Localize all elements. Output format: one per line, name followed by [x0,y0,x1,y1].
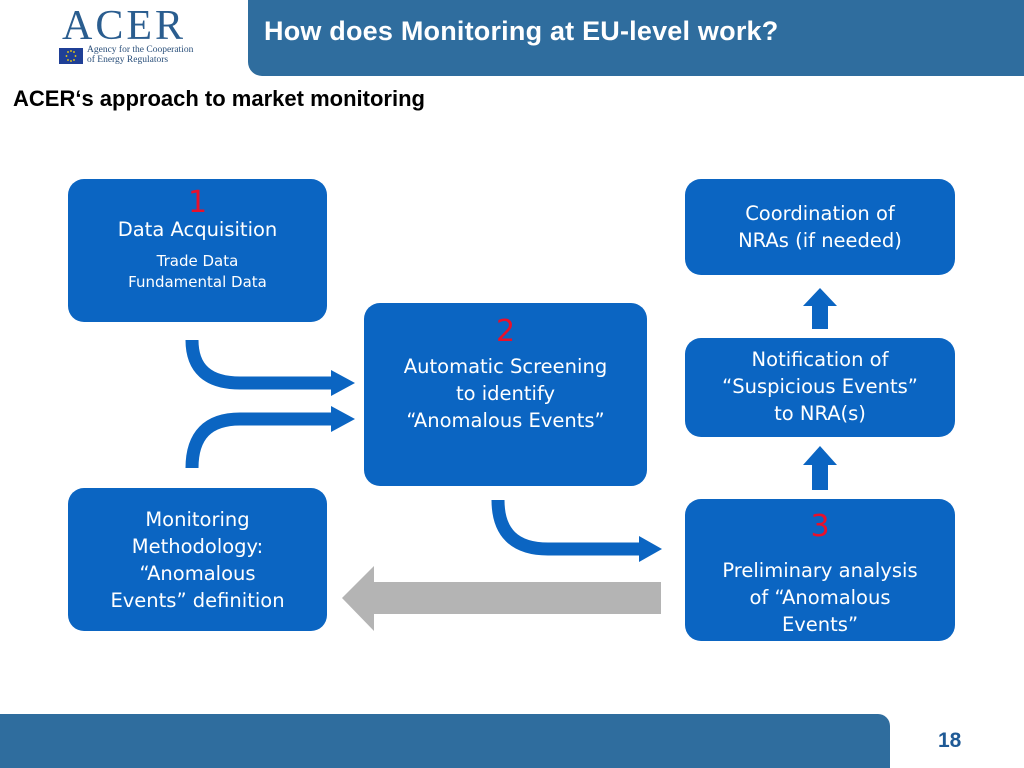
slide-title: How does Monitoring at EU-level work? [264,16,779,46]
automatic-screening-text: Automatic Screening to identify “Anomalo… [403,355,608,432]
box-preliminary-analysis: 3 Preliminary analysis of “Anomalous Eve… [685,499,955,641]
footer-bar [0,714,890,768]
preliminary-analysis-text: Preliminary analysis of “Anomalous Event… [722,559,918,636]
step-number-3: 3 [810,509,830,544]
notification-text: Notification of “Suspicious Events” to N… [722,348,918,425]
logo-subtitle-line1: Agency for the Cooperation [87,45,194,55]
header-bar: How does Monitoring at EU-level work? [248,0,1024,76]
step-number-1: 1 [187,185,208,220]
box-notification: Notification of “Suspicious Events” to N… [685,338,955,437]
box-automatic-screening: 2 Automatic Screening to identify “Anoma… [364,303,647,486]
box-coordination: Coordination of NRAs (if needed) [685,179,955,275]
arrow-screening-to-analysis [491,499,662,562]
box-data-acquisition: 1 Data Acquisition Trade Data Fundamenta… [68,179,327,322]
logo-subtitle-line2: of Energy Regulators [87,55,169,65]
methodology-text: Monitoring Methodology: “Anomalous Event… [110,508,285,612]
section-subtitle: ACER‘s approach to market monitoring [13,86,425,111]
page-number: 18 [938,729,962,752]
logo-wordmark: ACER [62,3,187,49]
flow-arrows [185,288,837,631]
arrow-methodology-to-screening [185,406,355,469]
eu-flag-icon [59,48,83,64]
arrow-up-analysis-to-notification [803,446,837,490]
acer-logo: ACER Agency for the Cooperation of Energ… [55,4,245,68]
arrow-acquisition-to-screening [185,339,355,396]
arrow-up-notification-to-coordination [803,288,837,329]
data-acquisition-detail: Trade Data Fundamental Data [128,252,267,291]
feedback-arrow-grey [342,566,661,631]
data-acquisition-title: Data Acquisition [117,218,278,241]
coordination-text: Coordination of NRAs (if needed) [738,202,902,252]
logo-subtitle: Agency for the Cooperation of Energy Reg… [87,45,193,65]
step-number-2: 2 [495,314,516,349]
box-methodology: Monitoring Methodology: “Anomalous Event… [68,488,327,631]
